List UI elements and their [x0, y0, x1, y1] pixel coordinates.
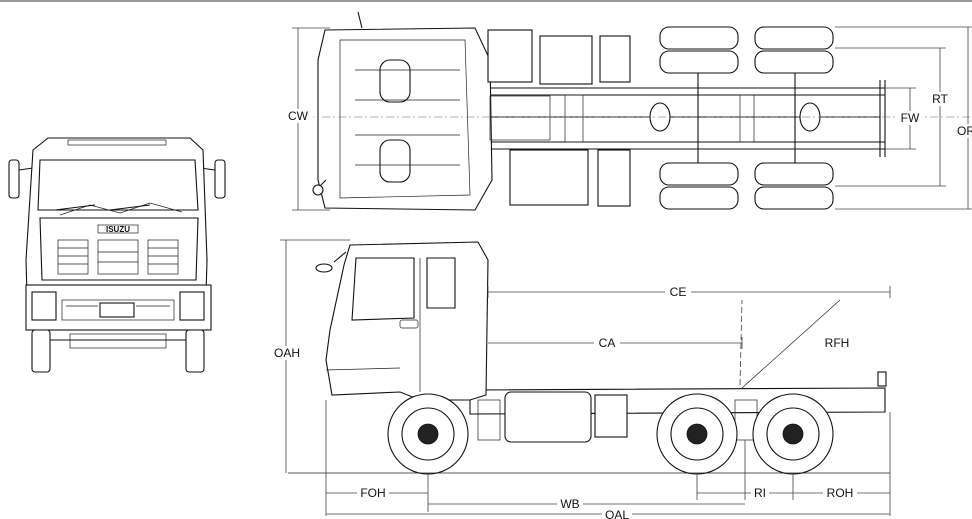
front-view — [8, 137, 226, 373]
dim-label-foh: FOH — [360, 486, 385, 500]
dim-label-oah: OAH — [274, 346, 300, 360]
dim-label-ca: CA — [599, 336, 616, 350]
top-view — [290, 11, 972, 211]
dim-label-oal: OAL — [605, 508, 629, 519]
dim-label-ce: CE — [670, 285, 687, 299]
dim-label-fw: FW — [901, 111, 920, 125]
dim-label-roh: ROH — [827, 486, 854, 500]
dimension-labels: CW RT OR FW OAH CE CA RFH FOH WB RI ROH … — [271, 92, 972, 519]
dim-label-wb: WB — [560, 497, 579, 511]
dim-label-ri: RI — [754, 486, 766, 500]
dim-label-cw: CW — [288, 109, 309, 123]
side-view — [288, 241, 890, 475]
dim-label-or: OR — [957, 124, 972, 138]
brand-badge: ISUZU — [106, 225, 130, 234]
dim-label-rfh: RFH — [825, 336, 850, 350]
dim-label-rt: RT — [932, 92, 948, 106]
